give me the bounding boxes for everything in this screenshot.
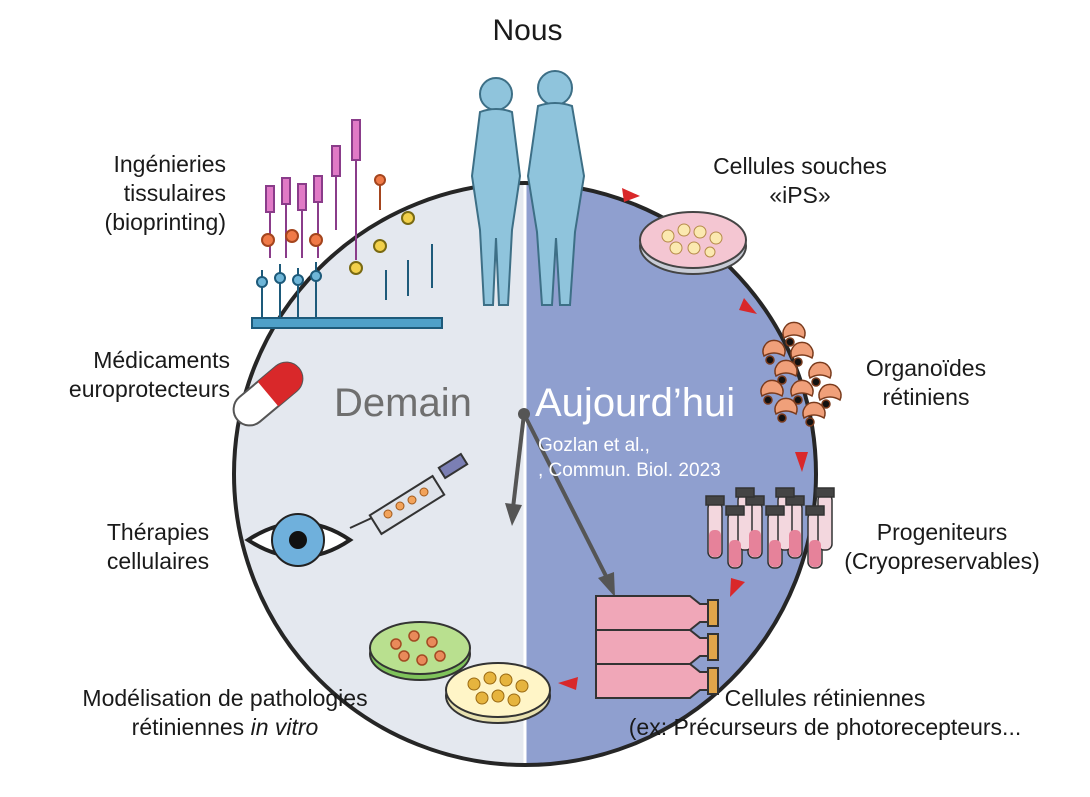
step-line: Modélisation de pathologies	[82, 685, 368, 711]
step-line: (bioprinting)	[104, 209, 226, 235]
culture-flasks-icon	[595, 595, 719, 699]
test-tubes-icon	[705, 487, 835, 569]
pill-capsule-icon	[232, 361, 304, 427]
cycle-circle	[232, 181, 818, 767]
petri-dish-icon	[639, 211, 747, 275]
step-line: (Cryopreservables)	[844, 548, 1040, 574]
page-title: Nous	[492, 14, 563, 47]
reference-line: Gozlan et al.,	[538, 435, 650, 456]
step-line: Progeniteurs	[876, 519, 1008, 545]
step-bioprinting-label: Ingénieries tissulaires (bioprinting)	[40, 150, 226, 237]
retinal-cells-icon	[251, 119, 443, 329]
today-label: Aujourd’hui	[535, 381, 736, 425]
step-line: Cellules rétiniennes	[724, 685, 926, 711]
organoids-icon	[760, 321, 842, 427]
tomorrow-label: Demain	[334, 381, 472, 425]
step-line: cellulaires	[106, 548, 210, 574]
step-progenitors-label: Progeniteurs (Cryopreservables)	[822, 518, 1062, 576]
step-therapies-label: Thérapies cellulaires	[78, 518, 238, 576]
culture-dishes-icon	[369, 621, 551, 724]
human-silhouettes-icon	[470, 70, 586, 306]
step-line: europrotecteurs	[68, 376, 230, 402]
step-line-italic: in vitro	[250, 714, 319, 740]
step-line: Ingénieries	[113, 151, 226, 177]
step-drugs-label: Médicaments europrotecteurs	[20, 346, 230, 404]
arrow-to-progenitors	[795, 452, 808, 472]
step-line: Thérapies	[106, 519, 210, 545]
step-line: (ex: Précurseurs de photorecepteurs...	[628, 714, 1022, 740]
arrow-to-ips	[622, 188, 640, 202]
arrow-to-retinal-cells	[730, 578, 745, 597]
arrow-to-modelisation	[558, 677, 578, 690]
step-line: rétiniens	[882, 384, 970, 410]
step-line: Médicaments	[93, 347, 230, 373]
reference-citation: Gozlan et al., , Commun. Biol. 2023	[538, 433, 721, 483]
step-line: rétiniennes	[131, 714, 245, 740]
step-line: «iPS»	[769, 182, 831, 208]
cycle-arrows	[558, 188, 808, 690]
step-line: tissulaires	[123, 180, 226, 206]
step-line-wrap: rétiniennes in vitro	[40, 713, 410, 742]
step-line: Organoïdes	[865, 355, 987, 381]
step-line: Cellules souches	[713, 153, 887, 179]
reference-line: , Commun. Biol. 2023	[538, 460, 721, 481]
eye-syringe-icon	[244, 452, 469, 567]
step-modelisation-label: Modélisation de pathologies rétiniennes …	[40, 684, 410, 742]
arrow-to-organoids	[739, 298, 757, 314]
step-retinal-cells-label: Cellules rétiniennes (ex: Précurseurs de…	[585, 684, 1065, 742]
step-ips-label: Cellules souches «iPS»	[690, 152, 910, 210]
clock-hands	[505, 408, 615, 597]
step-organoids-label: Organoïdes rétiniens	[846, 354, 1006, 412]
